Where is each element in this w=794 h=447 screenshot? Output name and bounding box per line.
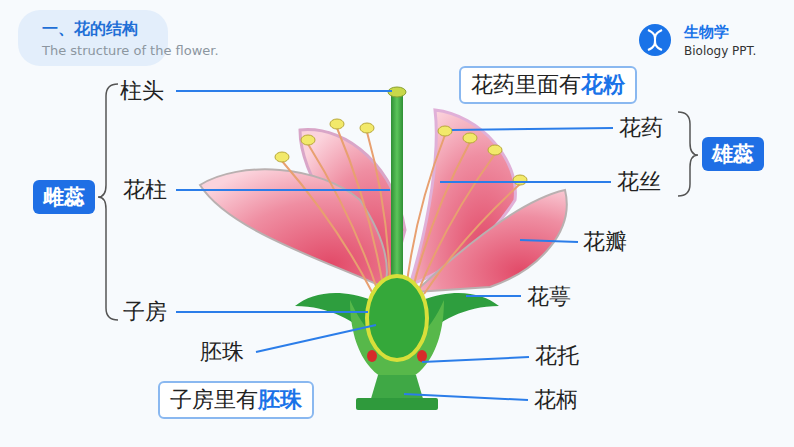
slide-title: 一、花的结构 [42,20,138,38]
note-box: 花药里面有花粉 [459,66,637,104]
logo-subtext: Biology PPT. [684,45,756,58]
box-text: 花药里面有 [471,72,581,97]
subtitle: The structure of the flower. [42,44,219,58]
part-name: 花托 [535,344,579,368]
note-box: 子房里有胚珠 [158,381,314,419]
box-text: 雄蕊 [712,142,754,166]
box-text: 雌蕊 [43,185,85,209]
part-name: 花丝 [617,170,661,194]
part-name: 柱头 [120,79,164,103]
highlight-text: 花粉 [581,72,625,97]
logo-text: 生物学 [684,24,729,41]
part-name: 花柱 [123,178,167,202]
highlight-text: 胚珠 [258,387,302,412]
part-name: 花瓣 [583,230,627,254]
part-name: 胚珠 [200,340,244,364]
part-name: 花柄 [534,388,578,412]
part-name: 花萼 [527,285,571,309]
group-tag: 雌蕊 [33,180,95,214]
part-name: 花药 [619,116,663,140]
part-name: 子房 [123,300,167,324]
box-text: 子房里有 [170,387,258,412]
group-tag: 雄蕊 [702,137,764,171]
